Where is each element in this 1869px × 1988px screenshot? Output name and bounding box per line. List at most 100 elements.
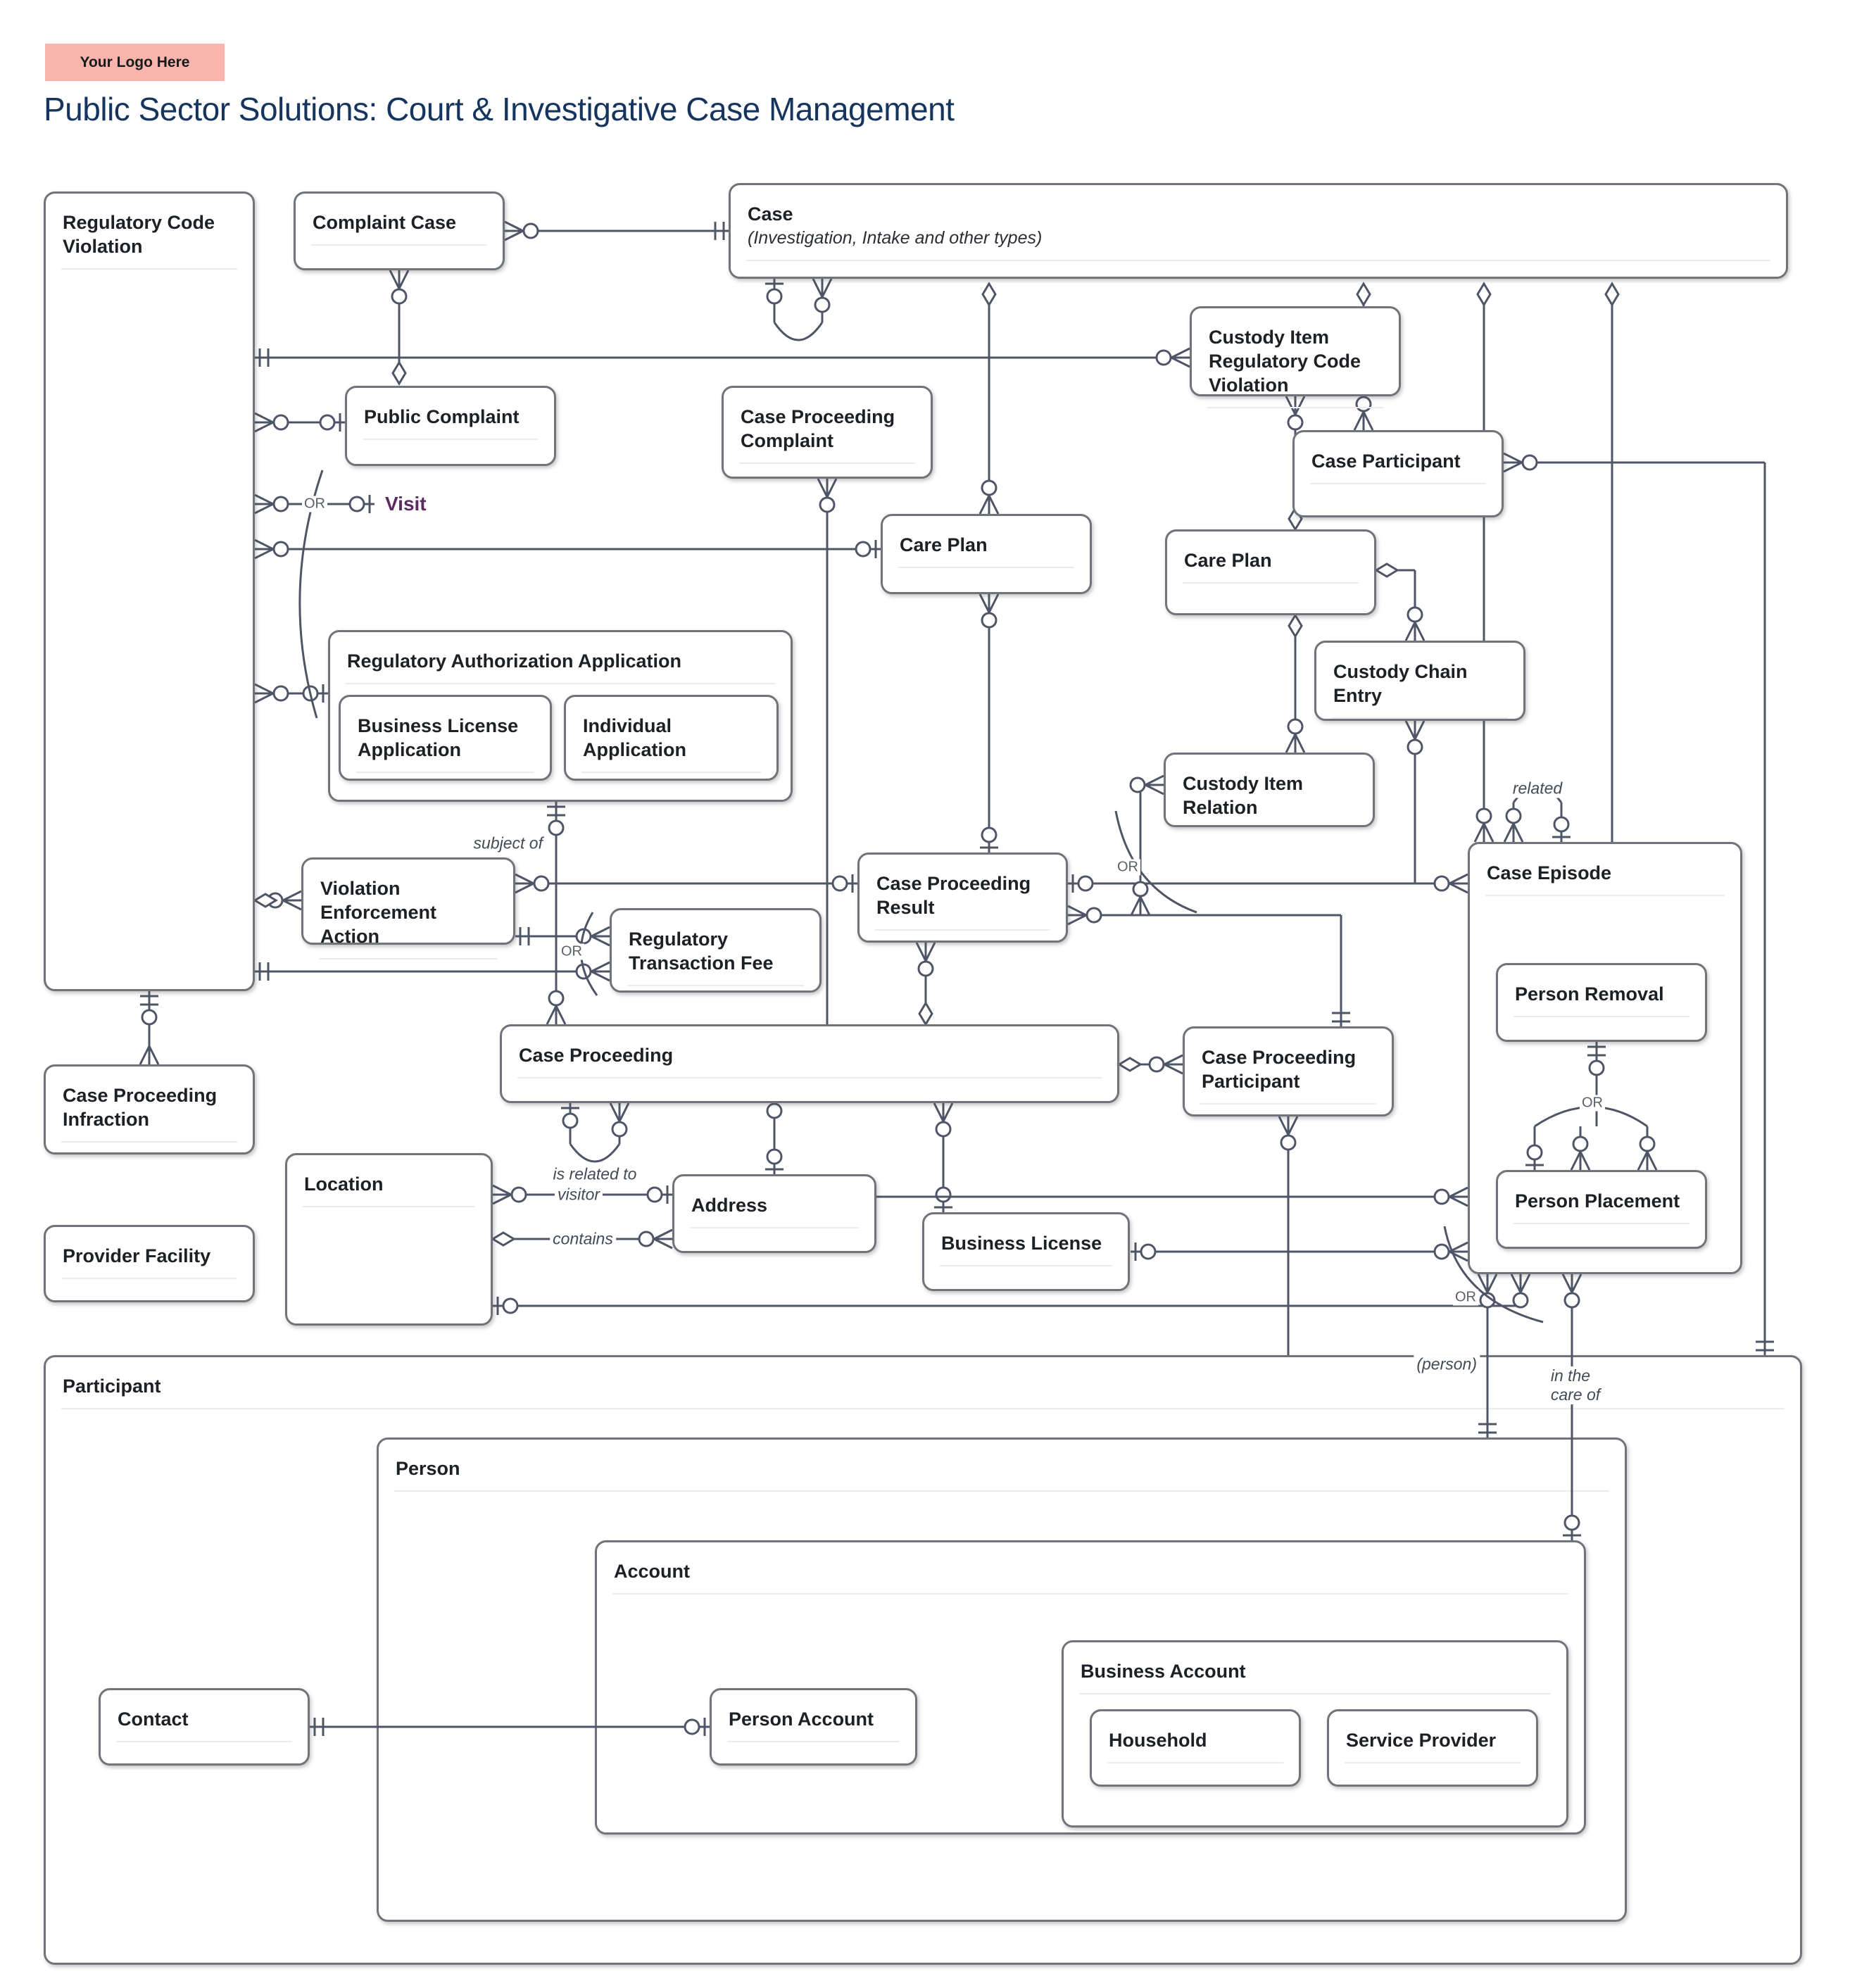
entity-label-case-proceeding-infraction: Case Proceeding Infraction xyxy=(61,1067,237,1143)
cardinality-case-episode_related_stub1-start xyxy=(1503,807,1524,843)
entity-label-case: Case(Investigation, Intake and other typ… xyxy=(746,185,1770,261)
entity-label-case-proceeding-result: Case Proceeding Result xyxy=(875,855,1050,931)
entity-violation-enforcement-action: Violation Enforcement Action xyxy=(301,857,515,960)
entity-participant: Participant xyxy=(44,1355,1802,1965)
entity-label-business-license-application: Business License Application xyxy=(356,697,534,773)
link-visit[interactable]: Visit xyxy=(384,493,428,515)
entity-account: Account xyxy=(595,1540,1586,1835)
cardinality-custody-chain-entry_down-start xyxy=(1404,720,1426,755)
relationship-label-or-3: OR xyxy=(1115,859,1140,876)
entity-label-person-placement: Person Placement xyxy=(1514,1172,1689,1224)
entity-case-participant: Case Participant xyxy=(1292,430,1504,517)
cardinality-raa_case-proceeding_subject-of-end xyxy=(546,990,567,1025)
relationship-label-or-5: OR xyxy=(1453,1289,1478,1306)
entity-individual-application: Individual Application xyxy=(564,695,779,781)
cardinality-vea_reg-transaction-fee-end xyxy=(575,926,610,947)
entity-regulatory-code-violation: Regulatory Code Violation xyxy=(44,191,255,991)
cardinality-custody-item-relation_or-line-start xyxy=(1129,774,1164,795)
cardinality-cp_business-license-start xyxy=(933,1102,954,1138)
entity-label-custody-item-regulatory-code-violation: Custody Item Regulatory Code Violation xyxy=(1207,308,1383,408)
entity-sublabel-case: (Investigation, Intake and other types) xyxy=(748,228,1043,248)
cardinality-case_case-episode-1-start xyxy=(1476,282,1492,307)
cardinality-rcv_visit-start xyxy=(254,493,289,515)
cardinality-cpr_case-proceeding-end xyxy=(918,1001,933,1026)
constraint-arc-cp-selfloop-arc xyxy=(569,1143,621,1163)
entity-person-removal: Person Removal xyxy=(1496,963,1707,1042)
cardinality-cpr_case-episode-start xyxy=(1071,874,1094,893)
entity-case-proceeding-result: Case Proceeding Result xyxy=(857,853,1068,943)
entity-person: Person xyxy=(377,1437,1627,1922)
relationship-label-related: related xyxy=(1509,779,1566,798)
entity-label-public-complaint: Public Complaint xyxy=(363,388,539,440)
entity-contact: Contact xyxy=(99,1688,310,1766)
entity-label-case-proceeding: Case Proceeding xyxy=(517,1026,1102,1078)
entity-case-proceeding-complaint: Case Proceeding Complaint xyxy=(722,386,933,479)
entity-regulatory-authorization-application: Regulatory Authorization Application xyxy=(328,630,793,802)
entity-label-individual-application: Individual Application xyxy=(581,697,761,773)
entity-label-person: Person xyxy=(394,1440,1609,1492)
entity-label-person-removal: Person Removal xyxy=(1514,965,1689,1017)
cardinality-rcv_visit-end xyxy=(348,495,371,513)
entity-label-violation-enforcement-action: Violation Enforcement Action xyxy=(319,860,498,960)
entity-case-proceeding-infraction: Case Proceeding Infraction xyxy=(44,1064,255,1155)
cardinality-care-plan-2_custody-chain-entry-end xyxy=(1404,606,1426,641)
entity-business-license: Business License xyxy=(922,1212,1130,1291)
constraint-arc-case-selfloop-arc xyxy=(773,322,824,341)
cardinality-case_care-plan-1-end xyxy=(978,479,1000,515)
cardinality-contact_person-account-start xyxy=(313,1718,325,1736)
cardinality-person-placement_stub3-start xyxy=(1637,1135,1658,1171)
entity-complaint-case: Complaint Case xyxy=(294,191,505,270)
entity-label-custody-item-relation: Custody Item Relation xyxy=(1181,755,1357,831)
entity-label-provider-facility: Provider Facility xyxy=(61,1227,237,1279)
relationship-label-visitor: visitor xyxy=(554,1185,603,1204)
entity-public-complaint: Public Complaint xyxy=(345,386,556,466)
cardinality-person-removal_down-start xyxy=(1587,1045,1606,1076)
cardinality-complaint-case_case-end xyxy=(714,222,725,240)
cardinality-rcv_care-plan-1-end xyxy=(855,540,877,558)
relationship-label-or-1: OR xyxy=(302,496,327,512)
cardinality-case-episode_account_care-of-start xyxy=(1561,1273,1582,1309)
entity-business-account: Business Account xyxy=(1062,1640,1568,1827)
entity-label-case-participant: Case Participant xyxy=(1310,432,1486,484)
cardinality-rcv_case-proceeding-infraction-end xyxy=(139,1045,160,1065)
cardinality-case_case-participant-start xyxy=(1356,282,1371,307)
entity-label-service-provider: Service Provider xyxy=(1345,1711,1521,1763)
cardinality-location_address_visitor-end xyxy=(646,1185,669,1204)
relationship-label-in-the-care-of: in the care of xyxy=(1547,1366,1604,1404)
entity-care-plan-1: Care Plan xyxy=(881,514,1092,594)
cardinality-cpr_case-proceeding-participant-end xyxy=(1332,1012,1350,1023)
cardinality-custody-item-relation_or-line-end xyxy=(1130,881,1151,916)
cardinality-case-proceeding_cpp-end xyxy=(1148,1054,1183,1075)
entity-label-household: Household xyxy=(1107,1711,1283,1763)
cardinality-vea_case-proceeding-result-start xyxy=(515,873,550,894)
entity-regulatory-transaction-fee: Regulatory Transaction Fee xyxy=(610,908,822,993)
cardinality-cpr_case-episode-end xyxy=(1433,873,1468,894)
cardinality-address_case-episode-end xyxy=(1433,1186,1468,1207)
cardinality-case-participant_participant-start xyxy=(1503,452,1538,473)
entity-label-business-license: Business License xyxy=(940,1214,1112,1266)
cardinality-cpr_case-proceeding-start xyxy=(915,942,936,977)
constraint-arc-ce-corner-or-arc xyxy=(1443,1226,1544,1323)
cardinality-rcv_custody-item-rcv-end xyxy=(1155,347,1190,368)
cardinality-cp_address-end xyxy=(765,1148,784,1171)
cardinality-cp_selfloop_b-start xyxy=(609,1102,630,1138)
entity-label-custody-chain-entry: Custody Chain Entry xyxy=(1332,643,1508,719)
entity-custody-item-regulatory-code-violation: Custody Item Regulatory Code Violation xyxy=(1190,306,1401,408)
cardinality-location_address_contains-start xyxy=(491,1231,516,1247)
cardinality-case-participant_participant-end xyxy=(1756,1340,1774,1352)
cardinality-contact_person-account-end xyxy=(684,1718,706,1736)
entity-label-care-plan-2: Care Plan xyxy=(1183,531,1359,584)
cardinality-vea_rcv-end xyxy=(253,893,278,908)
entity-case: Case(Investigation, Intake and other typ… xyxy=(729,183,1788,279)
cardinality-person-placement_stub1-start xyxy=(1525,1144,1544,1166)
entity-label-location: Location xyxy=(303,1155,475,1207)
cardinality-care-plan-2_custody-item-relation-end xyxy=(1285,718,1306,753)
cardinality-cpr_case-proceeding-participant-start xyxy=(1067,905,1102,926)
cardinality-location_address_visitor-start xyxy=(492,1184,527,1205)
cardinality-rcv_reg-transaction-fee-start xyxy=(258,962,270,981)
entity-label-address: Address xyxy=(690,1176,859,1228)
entity-provider-facility: Provider Facility xyxy=(44,1225,255,1302)
entity-label-business-account: Business Account xyxy=(1079,1642,1551,1694)
